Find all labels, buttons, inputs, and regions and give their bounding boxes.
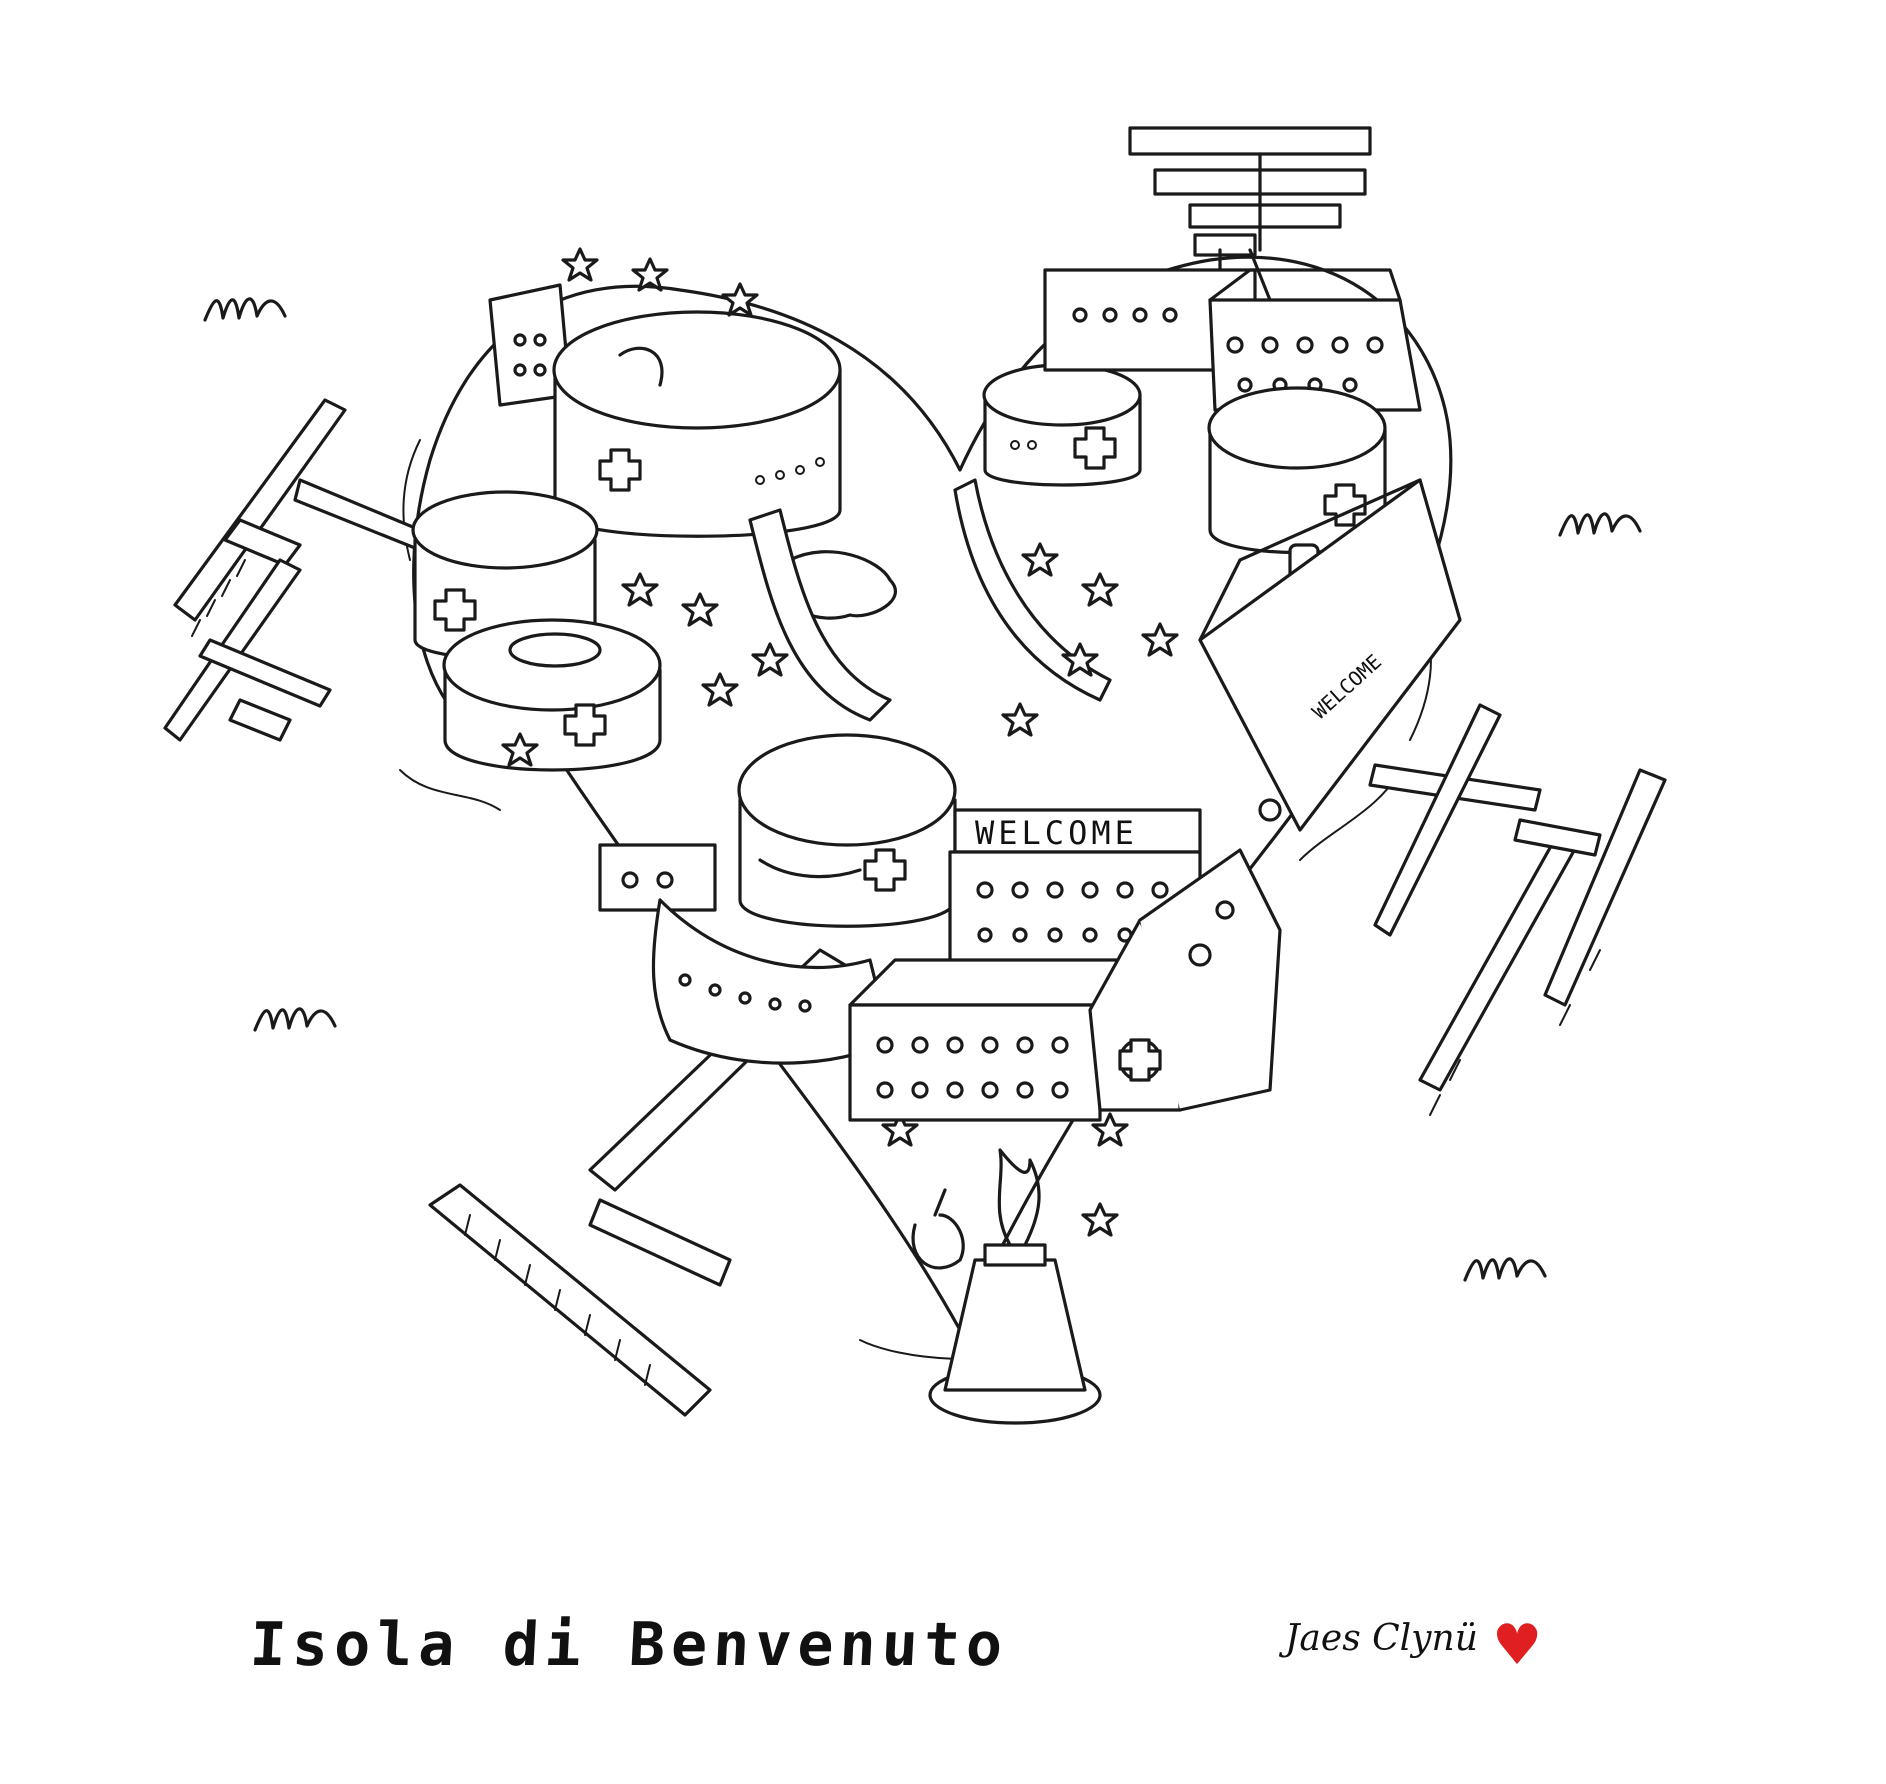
star-icon — [701, 672, 739, 707]
building-left-small — [488, 283, 572, 407]
star-icon — [1081, 572, 1119, 607]
star-icon — [1081, 1202, 1119, 1237]
star-icon — [1141, 622, 1179, 657]
flame-monument — [928, 1243, 1102, 1425]
star-icon — [1021, 542, 1059, 577]
star-icon — [1001, 702, 1039, 737]
hospital-tank-large — [552, 310, 842, 538]
star-icon — [721, 282, 759, 317]
wave-icon — [203, 297, 287, 322]
figure-bird — [911, 1188, 965, 1270]
welcome-sign-main: WELCOME — [975, 814, 1138, 852]
wave-icon — [1558, 512, 1642, 537]
heart-icon: ♥ — [1492, 1613, 1543, 1678]
hospital-tank-donut — [442, 618, 662, 772]
artist-signature: Jaes Clynü — [1285, 1618, 1478, 1659]
building-top-right — [1043, 268, 1422, 412]
star-icon — [681, 592, 719, 627]
hospital-tank-lower — [737, 733, 957, 928]
building-right-long: WELCOME — [1198, 478, 1462, 832]
star-icon — [561, 247, 599, 282]
pier-top-right — [1128, 126, 1372, 302]
star-icon — [751, 642, 789, 677]
building-left-lower — [598, 843, 717, 912]
wave-icon — [253, 1007, 337, 1032]
star-icon — [621, 572, 659, 607]
building-curved — [651, 898, 892, 1065]
pier-left — [163, 398, 422, 742]
hospital-tank-top-center — [982, 363, 1142, 487]
pier-right — [1368, 703, 1667, 1116]
flame-icon — [997, 1148, 1041, 1247]
building-lower-front — [848, 958, 1142, 1122]
wave-icon — [1463, 1257, 1547, 1282]
caption-title: Isola di Benvenuto — [248, 1610, 1011, 1680]
church-tower — [1088, 848, 1282, 1112]
central-courtyard — [748, 478, 1112, 722]
